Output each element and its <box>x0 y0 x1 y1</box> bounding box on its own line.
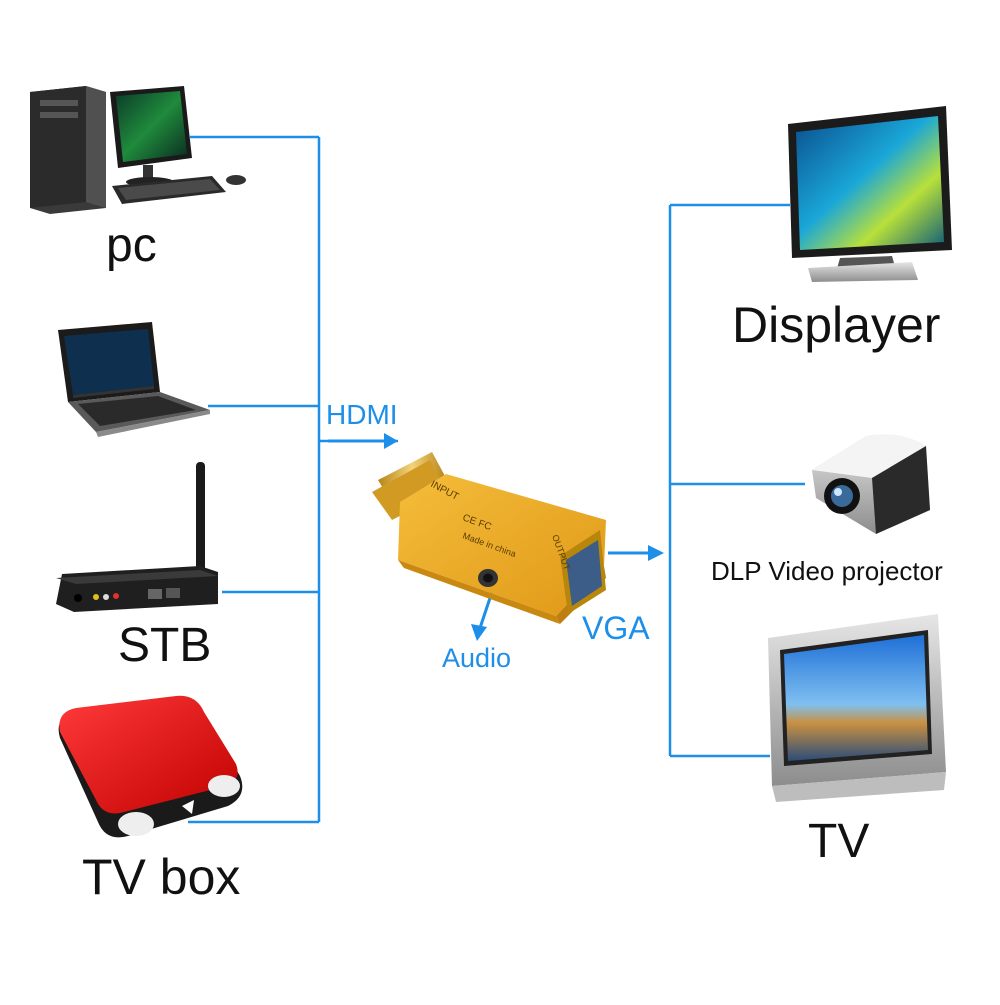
tv-label: TV <box>808 815 870 868</box>
laptop-icon <box>58 322 210 437</box>
audio-arrowhead-icon <box>471 624 487 641</box>
lcd-monitor-icon <box>788 106 952 282</box>
desktop-pc-icon <box>30 86 246 214</box>
displayer-label: Displayer <box>732 297 941 353</box>
connection-lines <box>188 135 805 824</box>
stb-label: STB <box>118 619 212 672</box>
projector-label: DLP Video projector <box>711 556 943 586</box>
vga-label: VGA <box>582 610 650 646</box>
hdmi-arrowhead-icon <box>384 433 398 449</box>
pc-label: pc <box>106 219 157 272</box>
tv-box-icon <box>58 695 243 838</box>
arrows <box>328 433 664 641</box>
vga-arrowhead-icon <box>648 545 664 561</box>
hdmi-label: HDMI <box>326 399 398 430</box>
set-top-box-router-icon <box>56 462 218 612</box>
audio-label: Audio <box>442 643 512 673</box>
projector-icon <box>812 434 930 534</box>
tv-box-label: TV box <box>82 849 241 905</box>
crt-tv-icon <box>768 614 946 802</box>
hdmi-vga-adapter-icon: INPUT CE FC Made in china OUTPUT <box>372 452 606 624</box>
